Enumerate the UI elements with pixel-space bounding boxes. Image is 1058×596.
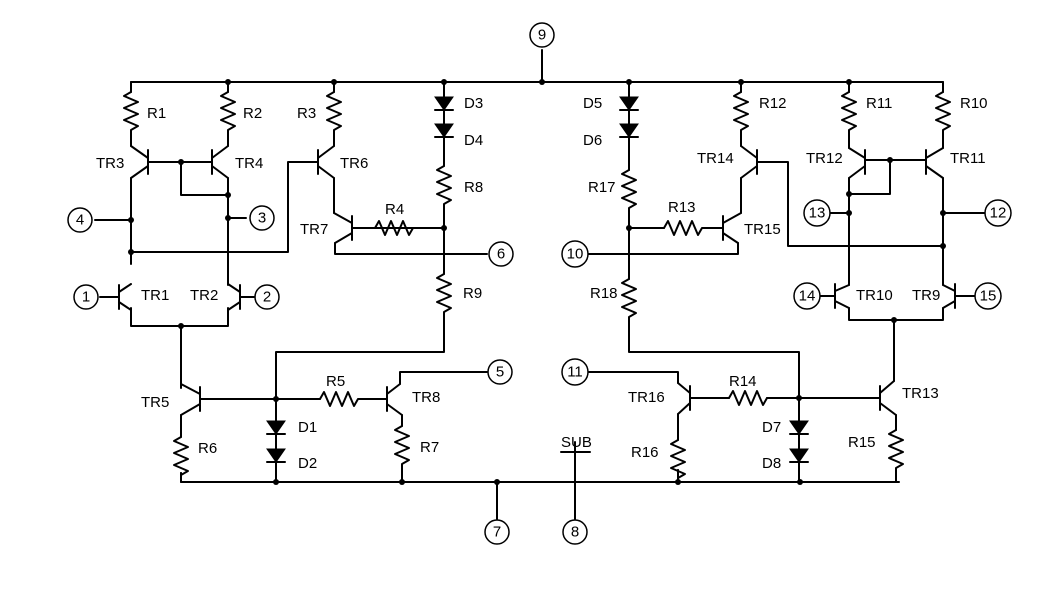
label-tr15: TR15 (744, 221, 781, 238)
label-tr6: TR6 (340, 155, 368, 172)
label-r11: R11 (866, 95, 892, 112)
label-tr5: TR5 (141, 394, 169, 411)
svg-text:3: 3 (258, 210, 266, 227)
pin-3: 3 (249, 205, 275, 231)
label-r5: R5 (326, 373, 345, 390)
label-r15: R15 (848, 434, 876, 451)
svg-text:5: 5 (496, 364, 504, 381)
svg-text:6: 6 (497, 246, 505, 263)
junction-dots (128, 79, 946, 485)
label-r12: R12 (759, 95, 787, 112)
svg-text:10: 10 (567, 246, 584, 263)
label-r9: R9 (463, 285, 482, 302)
svg-text:11: 11 (567, 364, 583, 381)
label-r13: R13 (668, 199, 696, 216)
svg-text:1: 1 (82, 289, 90, 306)
pin-15: 15 (974, 282, 1002, 310)
label-tr4: TR4 (235, 155, 263, 172)
pin-10: 10 (561, 240, 589, 268)
label-d3: D3 (464, 95, 483, 112)
label-tr8: TR8 (412, 389, 440, 406)
transistor-symbols (118, 145, 956, 416)
pin-14: 14 (793, 282, 821, 310)
svg-text:13: 13 (809, 205, 826, 222)
label-r2: R2 (243, 105, 262, 122)
label-tr13: TR13 (902, 385, 939, 402)
label-r4: R4 (385, 201, 404, 218)
pin-4: 4 (67, 207, 93, 233)
svg-text:4: 4 (76, 212, 84, 229)
label-tr14: TR14 (697, 150, 734, 167)
svg-text:8: 8 (571, 524, 579, 541)
label-r7: R7 (420, 439, 439, 456)
label-r14: R14 (729, 373, 757, 390)
pin-9: 9 (529, 22, 555, 48)
label-d8: D8 (762, 455, 781, 472)
label-r3: R3 (297, 105, 316, 122)
svg-text:15: 15 (980, 288, 997, 305)
pin-12: 12 (984, 199, 1012, 227)
label-d5: D5 (583, 95, 602, 112)
label-r10: R10 (960, 95, 988, 112)
label-d7: D7 (762, 419, 781, 436)
label-r16: R16 (631, 444, 659, 461)
svg-text:14: 14 (799, 288, 816, 305)
label-tr11: TR11 (950, 150, 986, 167)
label-tr9: TR9 (912, 287, 940, 304)
label-tr10: TR10 (856, 287, 893, 304)
pin-11: 11 (561, 358, 589, 386)
label-r17: R17 (588, 179, 616, 196)
label-tr12: TR12 (806, 150, 843, 167)
component-labels: R1 R2 R3 TR3 TR4 TR6 D3 D4 R8 R4 TR7 TR1… (96, 95, 988, 472)
pin-6: 6 (488, 241, 514, 267)
diode-symbols (266, 89, 809, 464)
svg-text:12: 12 (990, 205, 1007, 222)
svg-text:7: 7 (493, 524, 501, 541)
label-r1: R1 (147, 105, 166, 122)
label-r6: R6 (198, 440, 217, 457)
resistor-symbols (123, 91, 951, 479)
pin-8: 8 (562, 519, 588, 545)
label-d2: D2 (298, 455, 317, 472)
pin-2: 2 (254, 284, 280, 310)
svg-text:9: 9 (538, 27, 546, 44)
pin-5: 5 (487, 359, 513, 385)
label-sub: SUB (561, 434, 592, 451)
label-tr16: TR16 (628, 389, 665, 406)
label-d1: D1 (298, 419, 317, 436)
svg-text:2: 2 (263, 289, 271, 306)
pin-13: 13 (803, 199, 831, 227)
label-r18: R18 (590, 285, 618, 302)
label-tr2: TR2 (190, 287, 218, 304)
pin-terminals: 9 4 3 1 2 6 5 7 8 10 11 12 13 14 15 (67, 22, 1012, 545)
label-tr3: TR3 (96, 155, 124, 172)
pin-7: 7 (484, 519, 510, 545)
label-tr7: TR7 (300, 221, 328, 238)
label-r8: R8 (464, 179, 483, 196)
label-d6: D6 (583, 132, 602, 149)
pin-1: 1 (73, 284, 99, 310)
label-d4: D4 (464, 132, 483, 149)
label-tr1: TR1 (141, 287, 169, 304)
